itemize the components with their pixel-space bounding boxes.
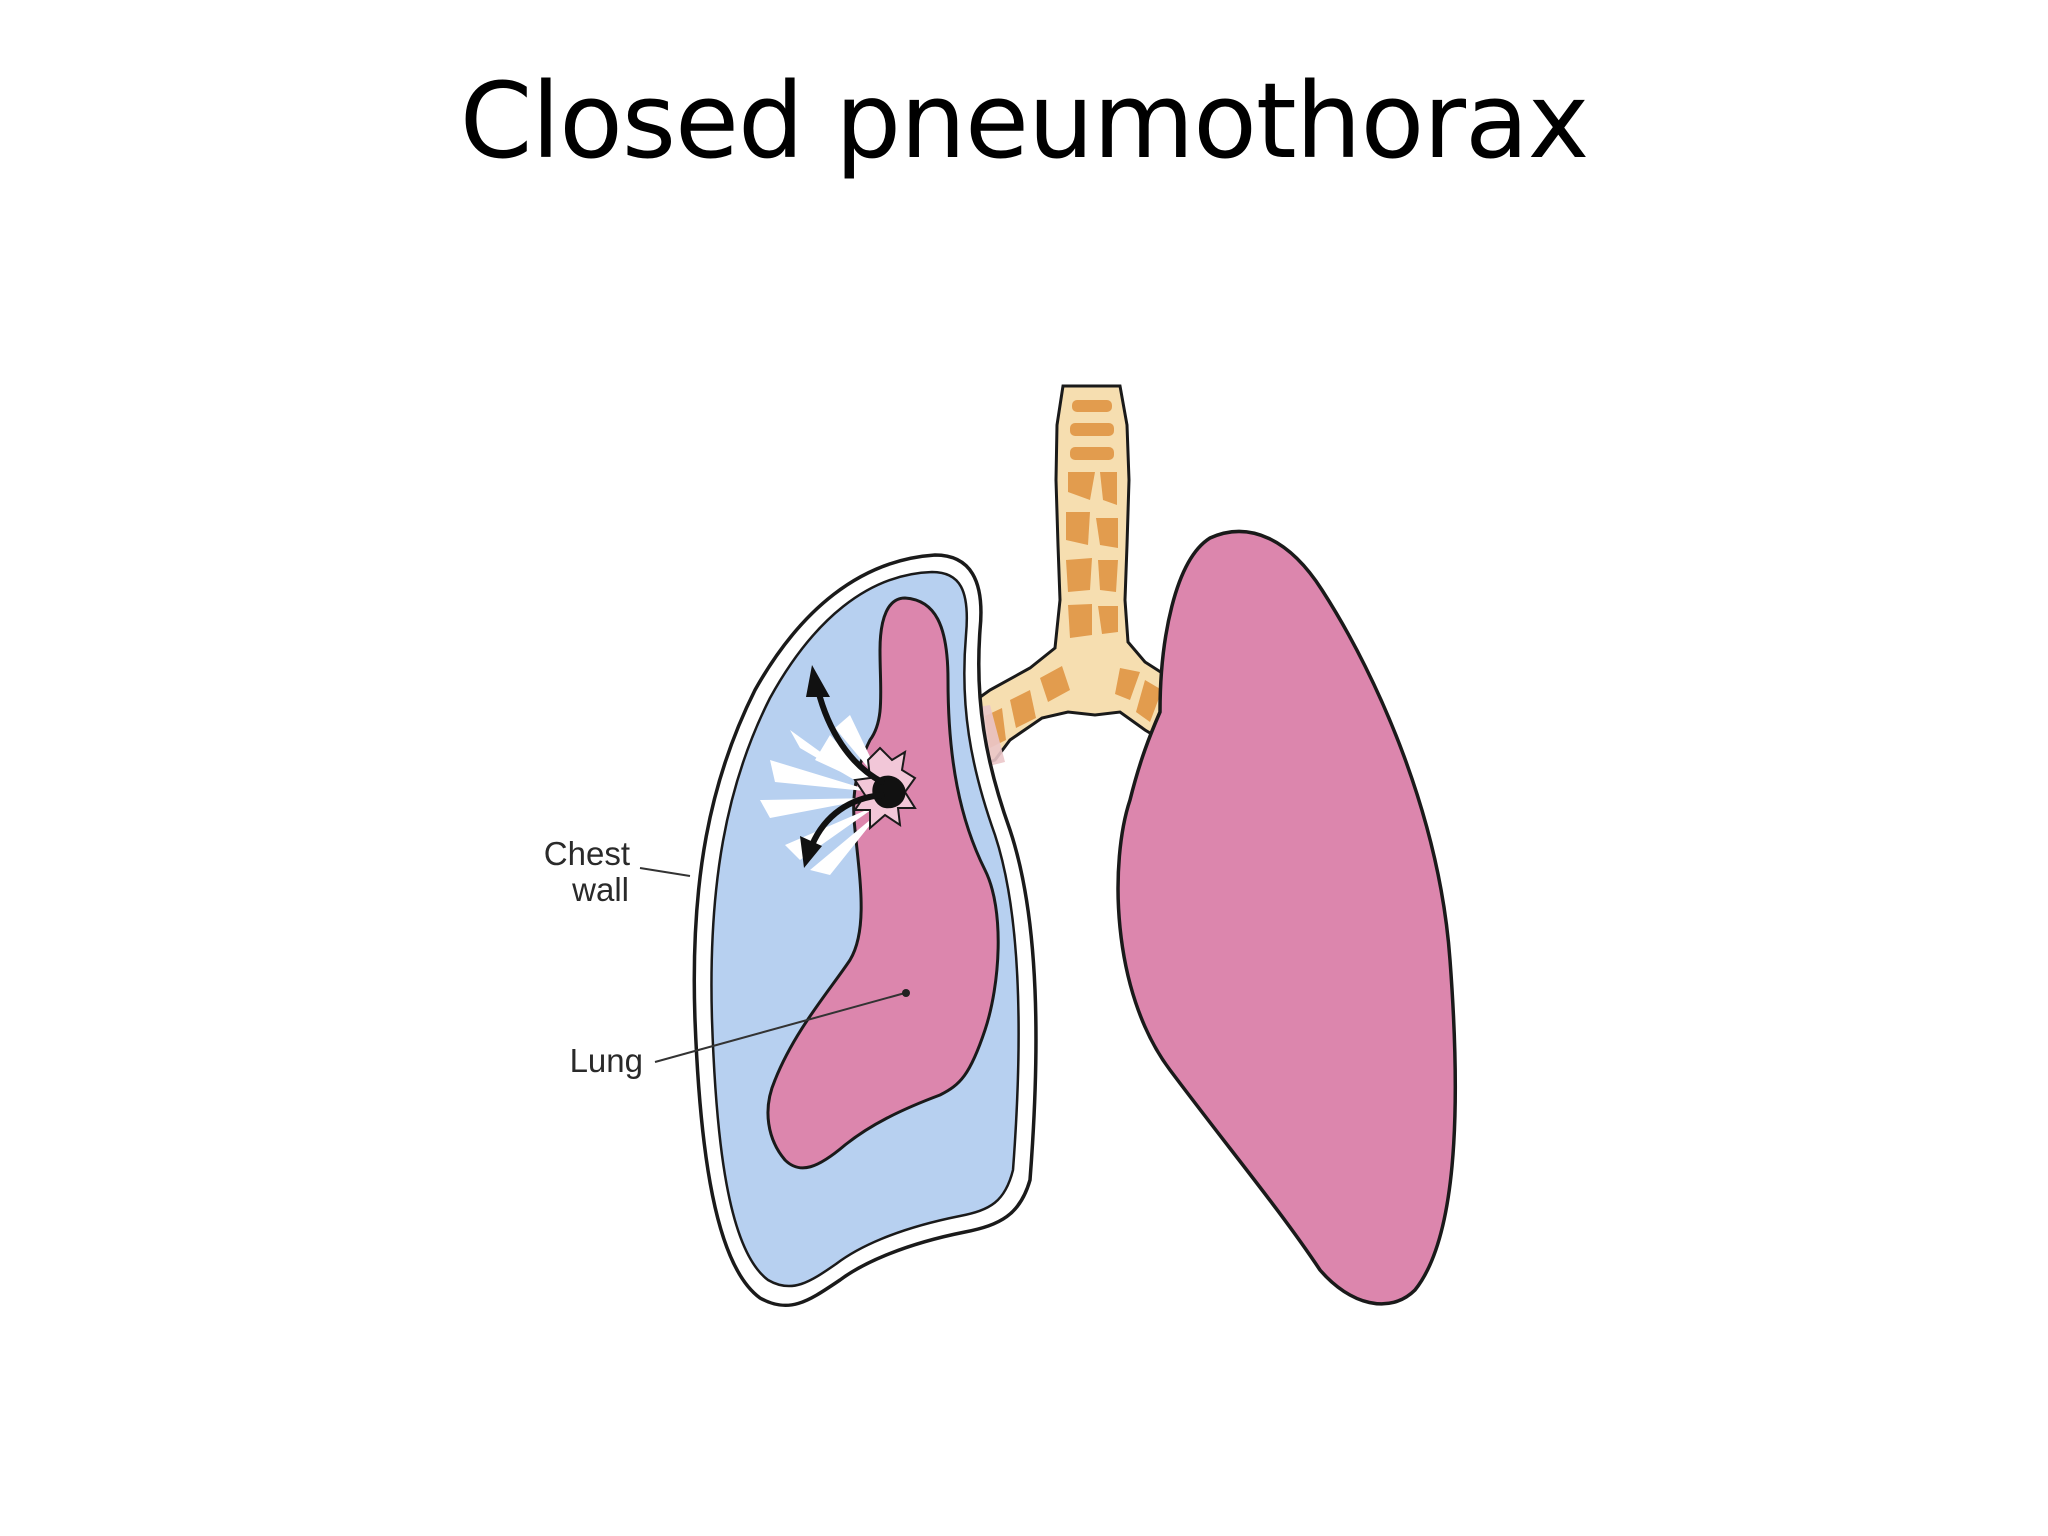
arrowheads bbox=[800, 665, 830, 868]
lung-label: Lung bbox=[570, 1042, 643, 1079]
chest-wall-leader-line bbox=[639, 867, 691, 877]
trachea-tube bbox=[960, 384, 1172, 773]
trachea bbox=[960, 384, 1172, 773]
chest-wall-label-line1: Chest bbox=[544, 835, 630, 872]
trachea-rings bbox=[985, 400, 1162, 748]
normal-lung bbox=[1116, 529, 1458, 1306]
lung-leader-line bbox=[654, 992, 906, 1063]
air-flow-arrows bbox=[809, 687, 885, 848]
slide-title: Closed pneumothorax bbox=[459, 60, 1590, 182]
lung-leader-dot bbox=[902, 989, 910, 997]
chest-wall-label-line2: wall bbox=[571, 871, 629, 908]
